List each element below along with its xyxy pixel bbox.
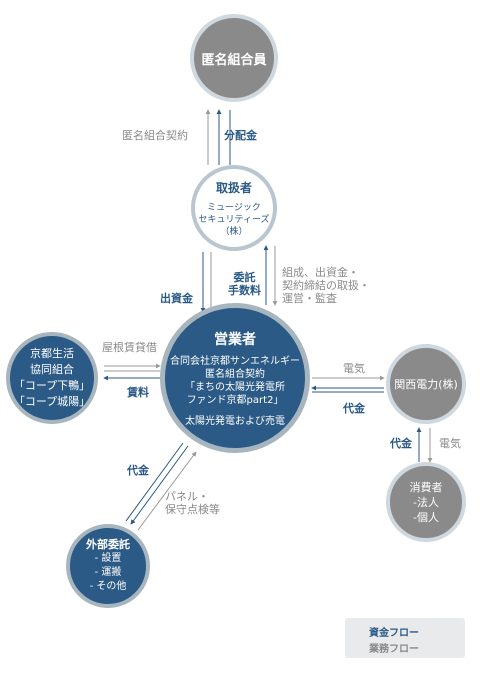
node-handler-company-3: （株） [220,226,248,237]
node-outsource-item-3: - その他 [89,581,127,592]
node-operator-desc-3: 「まちの太陽光発電所 [185,381,285,393]
node-outsource-title: 外部委託 [86,538,130,551]
node-kansai: 関西電力(株) [386,344,466,424]
label-services: 組成、出資金・ 契約締結の取扱・ 運営・監査 [282,266,370,305]
node-coop-line-4: 「コープ城陽」 [13,395,91,408]
node-operator-desc-4: ファンド京都part2」 [186,394,284,406]
label-roof-rent: 屋根賃貸借 [102,341,157,354]
label-electricity-consumer: 電気 [439,437,461,450]
node-consumer: 消費者 -法人 -個人 [386,462,466,542]
node-coop-line-3: 「コープ下鴨」 [13,379,91,392]
node-handler-company-2: セキュリティーズ [198,214,270,225]
label-commission: 委託 手数料 [228,271,261,297]
line-payment-out-2 [125,442,184,522]
label-rent: 賃料 [127,386,149,399]
node-outsource-item-2: - 運搬 [94,567,122,578]
node-operator-business: 太陽光発電および売電 [185,415,285,427]
label-electricity: 電気 [343,362,365,375]
node-outsource: 外部委託 - 設置 - 運搬 - その他 [66,524,150,608]
legend-business-flow: 業務フロー [369,644,419,655]
label-payment-in: 代金 [343,402,365,415]
node-operator-title: 営業者 [214,331,256,348]
label-payment-consumer: 代金 [390,437,412,450]
label-investment: 出資金 [160,292,193,305]
line-maintenance [137,451,197,531]
node-operator-desc-2: 匿名組合契約 [205,368,265,380]
node-consumer-line-1: 消費者 [409,480,443,494]
label-payment-out: 代金 [127,464,149,477]
label-contract: 匿名組合契約 [122,129,188,142]
label-maintenance: パネル・ 保守点検等 [165,490,220,516]
node-coop-line-1: 京都生活 [30,347,74,360]
label-commission-2: 手数料 [228,284,261,297]
label-services-1: 組成、出資金・ [282,266,359,279]
label-distribution: 分配金 [224,129,257,142]
node-coop-line-2: 協同組合 [30,363,74,376]
line-payment-out [130,445,189,525]
node-handler: 取扱者 ミュージック セキュリティーズ （株） [191,165,277,251]
legend-fund-flow: 資金フロー [369,628,419,639]
node-consumer-line-2: -法人 [413,495,439,509]
label-services-3: 運営・監査 [282,292,337,305]
node-outsource-item-1: - 設置 [94,553,122,564]
node-investors-label: 匿名組合員 [201,52,267,68]
label-commission-1: 委託 [233,271,256,284]
label-maintenance-2: 保守点検等 [165,503,220,516]
node-coop: 京都生活 協同組合 「コープ下鴨」 「コープ城陽」 [6,332,98,424]
label-maintenance-1: パネル・ [165,490,209,503]
label-services-2: 契約締結の取扱・ [282,279,370,292]
node-handler-company-1: ミュージック [207,202,261,213]
node-handler-title: 取扱者 [215,180,252,195]
node-consumer-line-3: -個人 [413,510,439,524]
node-operator-desc-1: 合同会社京都サンエネルギー [170,355,300,367]
node-operator: 営業者 合同会社京都サンエネルギー 匿名組合契約 「まちの太陽光発電所 ファンド… [160,303,310,453]
node-investors: 匿名組合員 [190,14,278,102]
legend: 資金フロー 業務フロー [345,618,465,658]
node-kansai-label: 関西電力(株) [394,378,458,391]
